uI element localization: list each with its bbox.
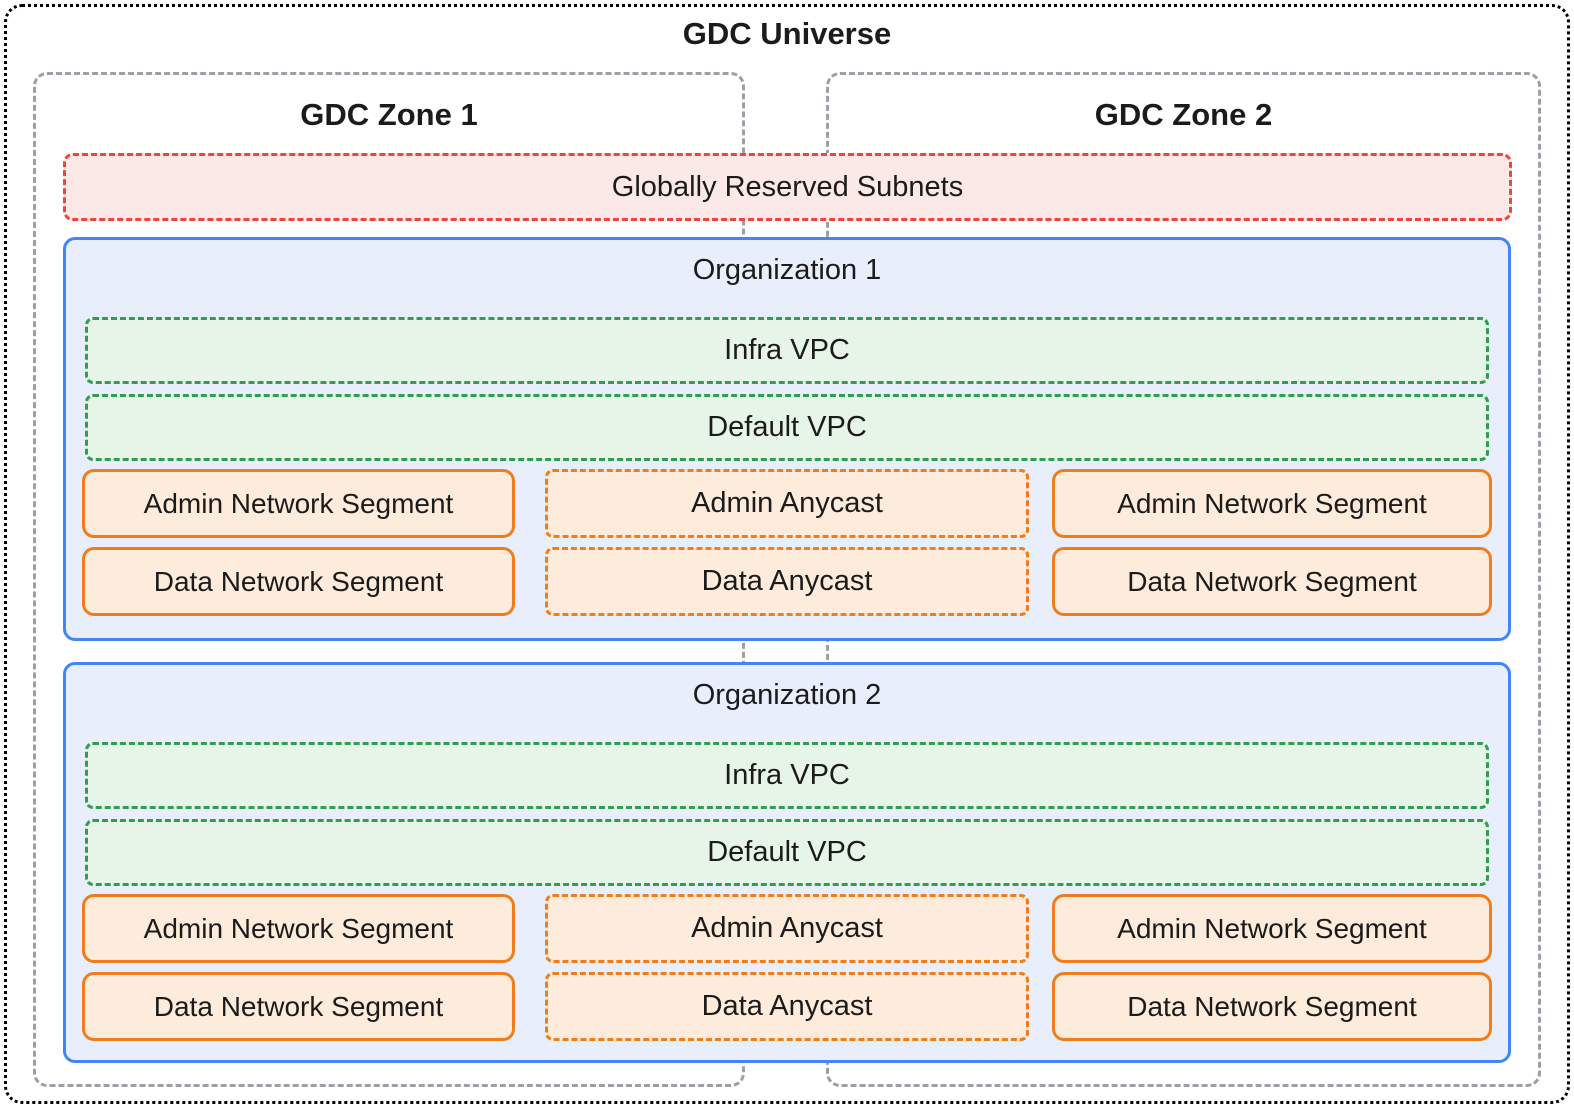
org1-zone2-admin-network-segment-label: Admin Network Segment	[1117, 487, 1427, 519]
globally-reserved-subnets-box: Globally Reserved Subnets	[63, 153, 1512, 221]
org2-zone1-data-network-segment-label: Data Network Segment	[153, 990, 444, 1022]
globally-reserved-subnets-label: Globally Reserved Subnets	[611, 170, 964, 203]
org2-zone1-admin-network-segment: Admin Network Segment	[82, 894, 515, 963]
org1-zone2-admin-network-segment: Admin Network Segment	[1052, 469, 1492, 538]
org2-infra-vpc-label: Infra VPC	[724, 759, 850, 791]
org2-zone1-admin-network-segment-label: Admin Network Segment	[143, 912, 454, 944]
org1-zone2-data-network-segment: Data Network Segment	[1052, 547, 1492, 616]
org1-default-vpc-label: Default VPC	[707, 411, 867, 443]
org2-default-vpc-box: Default VPC	[85, 819, 1489, 886]
org2-zone2-data-network-segment-label: Data Network Segment	[1127, 990, 1417, 1022]
org1-default-vpc-box: Default VPC	[85, 394, 1489, 461]
org1-zone1-admin-network-segment: Admin Network Segment	[82, 469, 515, 538]
org1-zone1-admin-network-segment-label: Admin Network Segment	[143, 487, 454, 519]
org1-zone2-data-network-segment-label: Data Network Segment	[1127, 565, 1417, 597]
org1-admin-anycast: Admin Anycast	[545, 469, 1029, 538]
org2-admin-anycast-label: Admin Anycast	[691, 912, 883, 944]
org1-zone1-data-network-segment-label: Data Network Segment	[153, 565, 444, 597]
org2-data-anycast: Data Anycast	[545, 972, 1029, 1041]
organization-2-title: Organization 2	[692, 679, 882, 711]
universe-title: GDC Universe	[682, 16, 892, 51]
org1-infra-vpc-label: Infra VPC	[724, 334, 850, 366]
org2-default-vpc-label: Default VPC	[707, 836, 867, 868]
organization-1-title: Organization 1	[692, 254, 882, 286]
zone-2-title: GDC Zone 2	[1094, 97, 1273, 132]
org2-admin-anycast: Admin Anycast	[545, 894, 1029, 963]
org1-zone1-data-network-segment: Data Network Segment	[82, 547, 515, 616]
org2-zone2-admin-network-segment-label: Admin Network Segment	[1117, 912, 1427, 944]
gdc-universe-container	[4, 4, 1570, 1104]
organization-1-box: Organization 1 Infra VPC Default VPC Adm…	[63, 237, 1511, 641]
org2-infra-vpc-box: Infra VPC	[85, 742, 1489, 809]
org2-zone2-data-network-segment: Data Network Segment	[1052, 972, 1492, 1041]
org1-infra-vpc-box: Infra VPC	[85, 317, 1489, 384]
organization-2-box: Organization 2 Infra VPC Default VPC Adm…	[63, 662, 1511, 1063]
org1-data-anycast: Data Anycast	[545, 547, 1029, 616]
org2-zone1-data-network-segment: Data Network Segment	[82, 972, 515, 1041]
zone-1-title: GDC Zone 1	[300, 97, 478, 132]
org1-data-anycast-label: Data Anycast	[701, 565, 873, 597]
org2-zone2-admin-network-segment: Admin Network Segment	[1052, 894, 1492, 963]
org2-data-anycast-label: Data Anycast	[701, 990, 873, 1022]
org1-admin-anycast-label: Admin Anycast	[691, 487, 883, 519]
